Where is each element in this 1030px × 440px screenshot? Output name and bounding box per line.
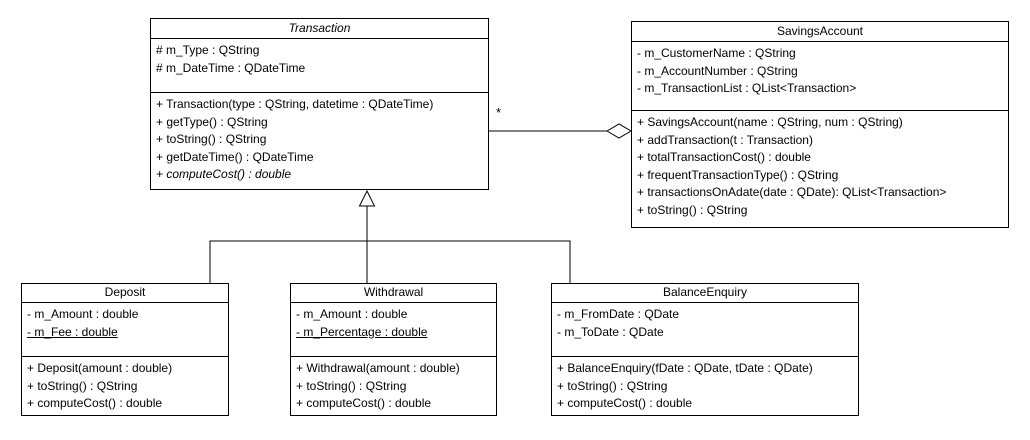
attribute: # m_DateTime : QDateTime — [156, 60, 306, 75]
methods-compartment: + BalanceEnquiry(fDate : QDate, tDate : … — [552, 357, 858, 415]
attribute: - m_TransactionList : QList<Transaction> — [637, 81, 857, 95]
attribute: - m_FromDate : QDate — [557, 307, 680, 321]
multiplicity-label: * — [496, 105, 502, 120]
method: + computeCost() : double — [296, 396, 432, 410]
method: + toString() : QString — [296, 378, 407, 393]
method: + toString() : QString — [156, 132, 267, 146]
method: + SavingsAccount(name : QString, num : Q… — [637, 115, 903, 129]
class-deposit[interactable]: Deposit - m_Amount : double - m_Fee : do… — [21, 283, 229, 416]
method: + getDateTime() : QDateTime — [156, 149, 314, 164]
aggregation-connector[interactable] — [489, 123, 632, 139]
class-balance-enquiry[interactable]: BalanceEnquiry - m_FromDate : QDate - m_… — [551, 283, 859, 416]
attribute: - m_AccountNumber : QString — [637, 63, 798, 78]
attribute: - m_Fee : double — [27, 324, 118, 339]
class-title: SavingsAccount — [632, 22, 1008, 42]
class-title: BalanceEnquiry — [552, 284, 858, 303]
class-title: Transaction — [151, 19, 488, 39]
attribute: - m_CustomerName : QString — [637, 46, 796, 60]
methods-compartment: + Withdrawal(amount : double) + toString… — [291, 357, 496, 415]
method: + toString() : QString — [557, 378, 668, 393]
method: + Withdrawal(amount : double) — [296, 361, 460, 375]
generalization-triangle-icon — [358, 189, 376, 207]
method: + totalTransactionCost() : double — [637, 150, 811, 164]
attributes-compartment: - m_FromDate : QDate - m_ToDate : QDate — [552, 303, 858, 357]
method: + toString() : QString — [637, 202, 748, 217]
method: + computeCost() : double — [156, 167, 292, 181]
method: + transactionsOnAdate(date : QDate): QLi… — [637, 185, 947, 199]
attribute: - m_Amount : double — [27, 307, 139, 321]
method: + addTransaction(t : Transaction) — [637, 132, 813, 147]
class-title: Withdrawal — [291, 284, 496, 303]
class-withdrawal[interactable]: Withdrawal - m_Amount : double - m_Perce… — [290, 283, 497, 416]
attribute: - m_Amount : double — [296, 307, 408, 321]
class-title: Deposit — [22, 284, 228, 303]
attributes-compartment: - m_Amount : double - m_Percentage : dou… — [291, 303, 496, 357]
attributes-compartment: - m_Amount : double - m_Fee : double — [22, 303, 228, 357]
attribute: - m_ToDate : QDate — [557, 324, 664, 339]
methods-compartment: + SavingsAccount(name : QString, num : Q… — [632, 111, 1008, 227]
attribute: # m_Type : QString — [156, 43, 260, 57]
method: + Transaction(type : QString, datetime :… — [156, 97, 434, 111]
generalization-branch-line — [209, 240, 571, 283]
method: + computeCost() : double — [557, 396, 693, 410]
method: + getType() : QString — [156, 114, 268, 129]
attributes-compartment: # m_Type : QString # m_DateTime : QDateT… — [151, 39, 488, 93]
generalization-connector[interactable] — [209, 189, 571, 283]
method: + computeCost() : double — [27, 396, 163, 410]
class-savings-account[interactable]: SavingsAccount - m_CustomerName : QStrin… — [631, 21, 1009, 228]
methods-compartment: + Deposit(amount : double) + toString() … — [22, 357, 228, 415]
method: + Deposit(amount : double) — [27, 361, 173, 375]
method: + toString() : QString — [27, 378, 138, 393]
methods-compartment: + Transaction(type : QString, datetime :… — [151, 93, 488, 189]
class-transaction[interactable]: Transaction # m_Type : QString # m_DateT… — [150, 18, 489, 190]
aggregation-diamond-icon — [606, 123, 632, 139]
attribute: - m_Percentage : double — [296, 324, 428, 339]
method: + BalanceEnquiry(fDate : QDate, tDate : … — [557, 361, 813, 375]
attributes-compartment: - m_CustomerName : QString - m_AccountNu… — [632, 42, 1008, 111]
method: + frequentTransactionType() : QString — [637, 167, 839, 182]
